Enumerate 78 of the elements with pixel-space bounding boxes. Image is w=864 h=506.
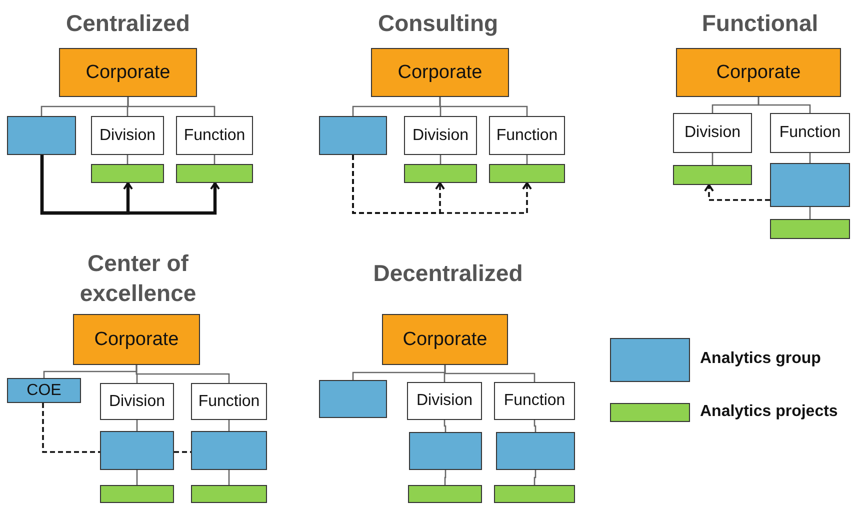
- connector: [758, 97, 811, 113]
- box-label: Function: [198, 392, 260, 410]
- legend-label: Analytics group: [700, 350, 821, 368]
- connector: [439, 97, 528, 116]
- box-label: Function: [779, 124, 841, 142]
- dashed-connector: [704, 184, 770, 201]
- panel-title: Functional: [700, 9, 820, 38]
- connector: [136, 420, 138, 431]
- project-bar: [770, 219, 850, 239]
- box-label: Corporate: [398, 62, 482, 84]
- project-bar: [91, 164, 164, 183]
- connector: [534, 420, 536, 432]
- box-label: Corporate: [402, 328, 488, 350]
- org-box: [673, 113, 752, 153]
- org-box: [489, 116, 565, 155]
- connector: [809, 207, 811, 219]
- group-box: [770, 163, 850, 207]
- legend-label: Analytics projects: [700, 403, 838, 421]
- connector: [444, 365, 536, 382]
- project-bar: [494, 485, 575, 503]
- connector: [136, 365, 230, 383]
- project-bar: [408, 485, 482, 503]
- box-label: Division: [99, 126, 156, 144]
- connector: [40, 155, 220, 215]
- connector: [228, 420, 230, 431]
- group-box: [496, 432, 575, 470]
- org-box: [59, 48, 197, 97]
- connector: [809, 153, 811, 163]
- box-label: Division: [412, 126, 468, 144]
- box-label: Function: [184, 126, 246, 144]
- box-label: Division: [684, 124, 740, 142]
- group-box: [319, 380, 387, 418]
- dashed-connector: [42, 403, 100, 453]
- box-label: Corporate: [716, 62, 801, 84]
- group-box: [7, 116, 76, 155]
- org-box: [91, 116, 164, 155]
- org-box: [176, 116, 253, 155]
- dashed-connector: [174, 451, 191, 453]
- box-label: Division: [108, 392, 165, 410]
- org-box: [371, 48, 509, 97]
- org-box: [770, 113, 850, 153]
- box-label: Division: [416, 392, 472, 410]
- panel-title: Decentralized: [372, 259, 524, 288]
- org-box: [676, 48, 841, 97]
- panel-title: Consulting: [376, 9, 500, 38]
- org-box: [73, 314, 200, 365]
- connector: [136, 470, 138, 485]
- project-bar: [489, 164, 565, 183]
- box-label: COE: [26, 382, 62, 400]
- connector: [127, 97, 216, 116]
- org-box: [191, 383, 267, 420]
- project-bar: [673, 165, 752, 185]
- group-box: [319, 116, 387, 155]
- org-box: [404, 116, 477, 155]
- project-bar: [176, 164, 253, 183]
- org-box: [494, 382, 575, 420]
- connector: [444, 470, 446, 485]
- box-label: Corporate: [94, 328, 179, 350]
- org-box: [382, 314, 508, 365]
- connector: [228, 470, 230, 485]
- connector: [444, 420, 446, 432]
- box-label: Function: [496, 126, 558, 144]
- group-box: [7, 378, 81, 403]
- connector: [534, 470, 536, 485]
- project-bar: [404, 164, 477, 183]
- panel-title: Center of excellence: [78, 249, 198, 308]
- box-label: Corporate: [86, 62, 170, 84]
- group-box: [191, 431, 267, 470]
- panel-title: Centralized: [65, 9, 191, 38]
- dashed-connector: [352, 155, 532, 214]
- group-box: [100, 431, 174, 470]
- project-bar: [191, 485, 267, 503]
- box-label: Function: [504, 392, 566, 410]
- org-box: [407, 382, 482, 420]
- org-box: [100, 383, 174, 420]
- group-box: [409, 432, 482, 470]
- connector: [712, 153, 714, 165]
- project-bar: [100, 485, 174, 503]
